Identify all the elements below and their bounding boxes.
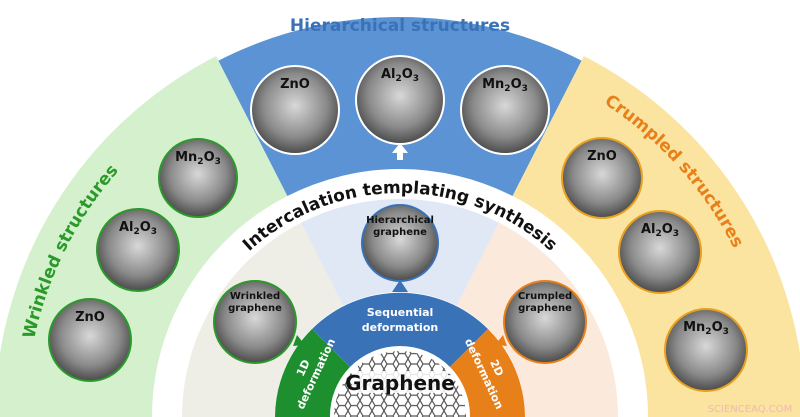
crumpled-mn2o3-image: Mn2O3 (664, 308, 748, 392)
watermark: SCIENCEAQ.COM (708, 404, 793, 415)
sem-micrograph (158, 138, 238, 218)
hierarchical-mn2o3-image: Mn2O3 (460, 65, 550, 155)
graphene-sample-label: graphene (518, 303, 572, 314)
sem-micrograph (460, 65, 550, 155)
wrinkled-al2o3-image: Al2O3 (96, 208, 180, 292)
sem-micrograph (561, 137, 643, 219)
formula-label: Mn2O3 (175, 150, 221, 167)
crumpled-zno-image: ZnO (561, 137, 643, 219)
formula-label: Mn2O3 (482, 77, 528, 94)
formula-label: Al2O3 (381, 67, 419, 84)
sem-micrograph (355, 55, 445, 145)
graphene-label-backdrop (352, 371, 448, 393)
sem-micrograph (48, 298, 132, 382)
sem-micrograph (618, 210, 702, 294)
arrow-up-icon (392, 280, 408, 292)
sequential-deformation-segment (312, 292, 488, 367)
sem-micrograph (361, 204, 439, 282)
formula-label: ZnO (75, 310, 105, 325)
formula-label: Al2O3 (119, 220, 157, 237)
formula-label: Mn2O3 (683, 320, 729, 337)
graphene-sample-label: graphene (373, 227, 427, 238)
wrinkled-mn2o3-image: Mn2O3 (158, 138, 238, 218)
1d-deformation-segment (275, 329, 350, 417)
hierarchical-al2o3-image: Al2O3 (355, 55, 445, 145)
2d-label: 2D (487, 358, 506, 379)
sem-micrograph (664, 308, 748, 392)
sem-micrograph (250, 65, 340, 155)
sem-micrograph (96, 208, 180, 292)
graphene-sample-label: Hierarchical (366, 215, 434, 226)
2d-deformation-segment (450, 329, 525, 417)
graphene-sample-label: Crumpled (518, 291, 572, 302)
graphene-sample-label: Wrinkled (230, 291, 280, 302)
1d-label: 1D (294, 358, 313, 379)
wrinkled-zno-image: ZnO (48, 298, 132, 382)
graphene-sample-label: graphene (228, 303, 282, 314)
arrow-up-icon (392, 143, 408, 160)
crumpled-al2o3-image: Al2O3 (618, 210, 702, 294)
arrow-left-icon (293, 335, 305, 346)
arrow-right-icon (495, 335, 507, 346)
formula-label: Al2O3 (641, 222, 679, 239)
hierarchical-zno-image: ZnO (250, 65, 340, 155)
formula-label: ZnO (587, 149, 617, 164)
sequential-label-1: Sequential (367, 306, 434, 319)
sem-micrograph (503, 280, 587, 364)
sem-micrograph (213, 280, 297, 364)
sequential-label-2: deformation (362, 321, 438, 334)
formula-label: ZnO (280, 77, 310, 92)
hierarchical-structures-title: Hierarchical structures (290, 16, 510, 36)
graphene-label: Graphene (345, 371, 455, 395)
